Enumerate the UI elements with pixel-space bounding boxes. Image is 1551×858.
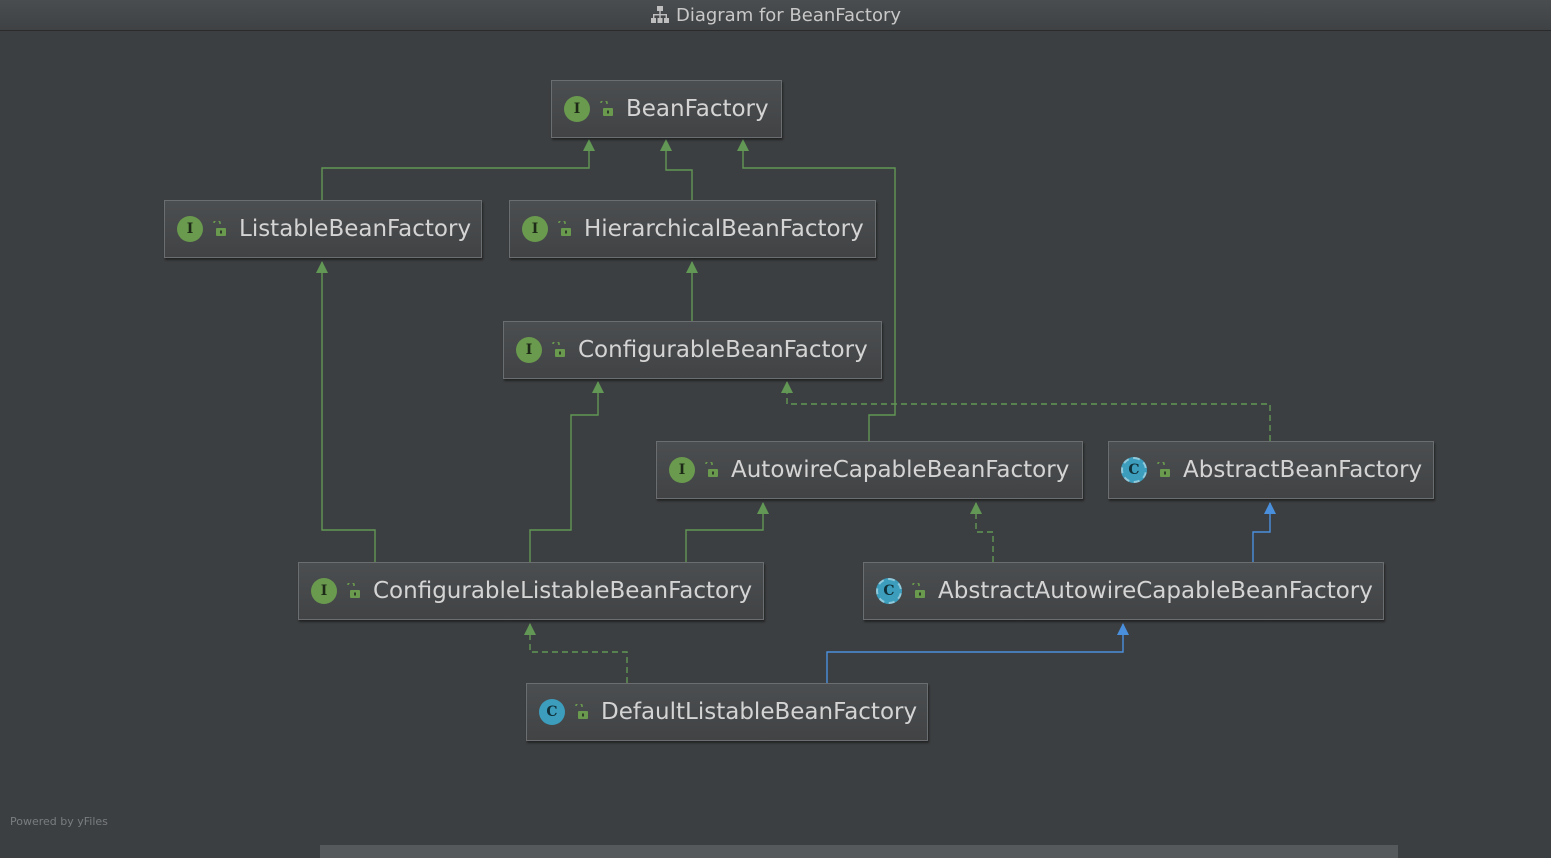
interface-icon: I (564, 96, 590, 122)
unlock-icon (912, 583, 925, 598)
arrowhead (1117, 623, 1129, 635)
node-configurable[interactable]: I ConfigurableBeanFactory (503, 321, 882, 379)
node-beanfactory[interactable]: I BeanFactory (551, 80, 782, 138)
node-label: BeanFactory (626, 96, 769, 122)
arrowhead (757, 502, 769, 514)
edge-abstract-to-configurable (786, 382, 1271, 441)
arrowhead (524, 623, 536, 635)
edge-abstractautowire-to-autowire (975, 503, 994, 562)
arrowhead (583, 139, 595, 151)
unlock-icon (552, 342, 565, 357)
edge-listable-to-beanfactory (321, 140, 590, 200)
window-title: Diagram for BeanFactory (675, 4, 902, 26)
node-abstractautowire[interactable]: C AbstractAutowireCapableBeanFactory (863, 562, 1384, 620)
interface-icon: I (522, 216, 548, 242)
edge-abstractautowire-to-abstract (1252, 503, 1271, 562)
node-abstract[interactable]: C AbstractBeanFactory (1108, 441, 1434, 499)
node-label: HierarchicalBeanFactory (584, 216, 864, 242)
node-autowire[interactable]: I AutowireCapableBeanFactory (656, 441, 1083, 499)
edge-autowire-to-beanfactory (742, 140, 896, 441)
unlock-icon (705, 462, 718, 477)
unlock-icon (347, 583, 360, 598)
node-listable[interactable]: I ListableBeanFactory (164, 200, 482, 258)
interface-icon: I (669, 457, 695, 483)
node-label: ListableBeanFactory (239, 216, 472, 242)
horizontal-scrollbar[interactable] (320, 845, 1398, 858)
hierarchy-icon (650, 6, 669, 23)
node-label: ConfigurableListableBeanFactory (373, 578, 753, 604)
node-label: AbstractAutowireCapableBeanFactory (938, 578, 1373, 604)
node-label: AbstractBeanFactory (1183, 457, 1423, 483)
arrowhead (316, 261, 328, 273)
node-configlistable[interactable]: I ConfigurableListableBeanFactory (298, 562, 764, 620)
arrowhead (686, 261, 698, 273)
node-label: ConfigurableBeanFactory (578, 337, 868, 363)
window-titlebar: Diagram for BeanFactory (0, 0, 1551, 31)
interface-icon: I (177, 216, 203, 242)
edge-hierarchical-to-beanfactory (665, 140, 693, 200)
node-label: DefaultListableBeanFactory (601, 699, 918, 725)
unlock-icon (600, 101, 613, 116)
unlock-icon (575, 704, 588, 719)
node-label: AutowireCapableBeanFactory (731, 457, 1070, 483)
arrowhead (660, 139, 672, 151)
arrowhead (1264, 502, 1276, 514)
edge-configlistable-to-autowire (685, 503, 764, 562)
unlock-icon (558, 221, 571, 236)
edge-configlistable-to-listable (321, 262, 376, 562)
arrowhead (592, 381, 604, 393)
abstract-class-icon: C (1121, 457, 1147, 483)
edge-defaultlistable-to-abstractautowire (826, 624, 1124, 683)
arrowhead (970, 502, 982, 514)
edge-configlistable-to-configurable (529, 382, 599, 562)
powered-by-label: Powered by yFiles (10, 815, 108, 828)
unlock-icon (1157, 462, 1170, 477)
abstract-class-icon: C (876, 578, 902, 604)
arrowhead (737, 139, 749, 151)
unlock-icon (213, 221, 226, 236)
interface-icon: I (311, 578, 337, 604)
interface-icon: I (516, 337, 542, 363)
edge-defaultlistable-to-configlistable (529, 624, 628, 683)
class-icon: C (539, 699, 565, 725)
node-defaultlistable[interactable]: C DefaultListableBeanFactory (526, 683, 928, 741)
node-hierarchical[interactable]: I HierarchicalBeanFactory (509, 200, 876, 258)
arrowhead (781, 381, 793, 393)
